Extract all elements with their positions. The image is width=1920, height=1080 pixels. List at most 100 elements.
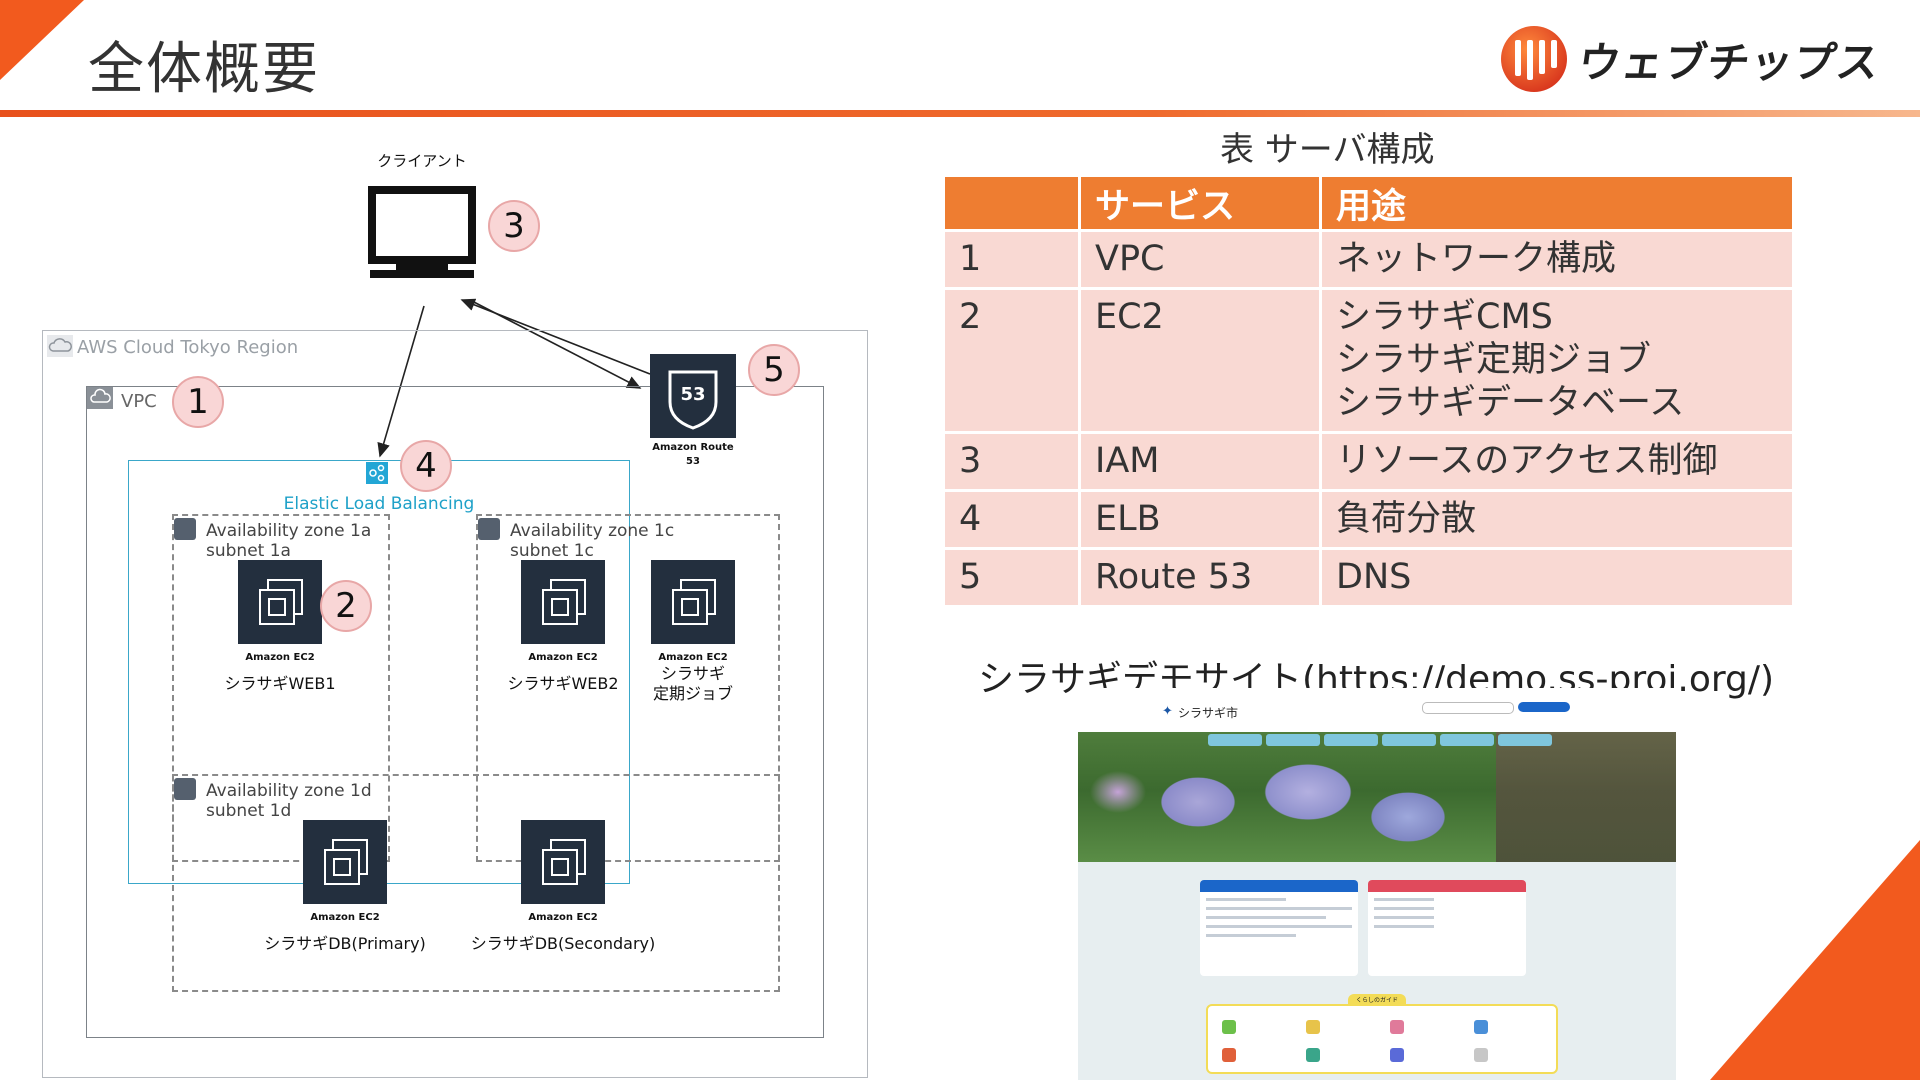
row-num: 4 bbox=[945, 492, 1078, 547]
row-use: ネットワーク構成 bbox=[1322, 232, 1792, 287]
zone-1d-label: Availability zone 1d bbox=[206, 781, 372, 801]
page-title: 全体概要 bbox=[88, 37, 320, 102]
row-service: IAM bbox=[1081, 434, 1319, 489]
server-table: サービス 用途 1 VPC ネットワーク構成 2 EC2 シラサギCMS シラサ… bbox=[942, 174, 1795, 608]
corner-accent-top-left bbox=[0, 0, 84, 80]
ec2-chip-icon bbox=[651, 560, 735, 644]
instance-job-label-line2: 定期ジョブ bbox=[652, 684, 733, 703]
monitor-icon bbox=[368, 186, 476, 278]
ec2-type-label: Amazon EC2 bbox=[528, 912, 598, 923]
location-pin-icon bbox=[174, 518, 196, 540]
site-header: ✦ シラサギ市 bbox=[1078, 688, 1676, 732]
ec2-chip-icon bbox=[521, 820, 605, 904]
site-hero-building bbox=[1496, 732, 1676, 862]
ec2-chip-icon bbox=[303, 820, 387, 904]
client-label: クライアント bbox=[377, 152, 467, 170]
badge-4: 4 bbox=[400, 440, 452, 492]
row-service: ELB bbox=[1081, 492, 1319, 547]
table-header-row: サービス 用途 bbox=[945, 177, 1792, 229]
table-caption: 表 サーバ構成 bbox=[1220, 130, 1435, 170]
row-num: 3 bbox=[945, 434, 1078, 489]
zone-1a-label: Availability zone 1a bbox=[206, 521, 372, 541]
table-row: 4 ELB 負荷分散 bbox=[945, 492, 1792, 547]
site-news-card bbox=[1200, 880, 1358, 976]
row-service: VPC bbox=[1081, 232, 1319, 287]
aws-cloud-region: AWS Cloud Tokyo Region bbox=[42, 330, 868, 1078]
badge-2: 2 bbox=[320, 580, 372, 632]
use-line: DNS bbox=[1336, 557, 1412, 597]
route53-icon: 53 bbox=[650, 354, 736, 438]
use-line: シラサギCMS bbox=[1336, 297, 1553, 337]
row-use: リソースのアクセス制御 bbox=[1322, 434, 1792, 489]
table-header-service: サービス bbox=[1081, 177, 1319, 229]
title-divider bbox=[0, 110, 1920, 117]
ec2-type-label: Amazon EC2 bbox=[245, 652, 315, 663]
logo-mark-icon bbox=[1500, 26, 1567, 92]
site-nav-bar bbox=[1208, 734, 1552, 746]
subnet-1c-label: subnet 1c bbox=[510, 541, 594, 561]
site-search-box bbox=[1422, 702, 1514, 714]
demo-site-screenshot: ✦ シラサギ市 くらしのガイド bbox=[1078, 688, 1676, 1080]
badge-1: 1 bbox=[172, 376, 224, 428]
badge-5: 5 bbox=[748, 344, 800, 396]
route53-number: 53 bbox=[680, 384, 706, 405]
zone-1d-box bbox=[172, 774, 780, 992]
company-logo: ウェブチップス bbox=[1500, 24, 1883, 94]
vpc-label: VPC bbox=[121, 391, 157, 412]
ec2-type-label: Amazon EC2 bbox=[310, 912, 380, 923]
instance-web1-label: シラサギWEB1 bbox=[224, 674, 336, 693]
instance-db-primary-label: シラサギDB(Primary) bbox=[264, 934, 426, 953]
arrow-route53-to-client bbox=[460, 298, 651, 375]
instance-web2-label: シラサギWEB2 bbox=[507, 674, 619, 693]
location-pin-icon bbox=[478, 518, 500, 540]
subnet-1d-label: subnet 1d bbox=[206, 801, 292, 821]
row-service: Route 53 bbox=[1081, 550, 1319, 605]
site-header-button bbox=[1518, 702, 1570, 712]
use-line: 負荷分散 bbox=[1336, 499, 1477, 539]
elb-label: Elastic Load Balancing bbox=[283, 494, 475, 514]
site-safety-card bbox=[1368, 880, 1526, 976]
table-row: 5 Route 53 DNS bbox=[945, 550, 1792, 605]
badge-3: 3 bbox=[488, 200, 540, 252]
cloud-icon bbox=[47, 335, 73, 357]
arrow-client-to-elb bbox=[377, 305, 425, 458]
ec2-type-label: Amazon EC2 bbox=[528, 652, 598, 663]
zone-1c-label: Availability zone 1c bbox=[510, 521, 675, 541]
logo-text: ウェブチップス bbox=[1575, 37, 1884, 87]
cloud-label: AWS Cloud Tokyo Region bbox=[77, 337, 299, 358]
table-row: 2 EC2 シラサギCMS シラサギ定期ジョブ シラサギデータベース bbox=[945, 290, 1792, 431]
ec2-chip-icon bbox=[521, 560, 605, 644]
instance-job-label-line1: シラサギ bbox=[660, 664, 725, 683]
vpc-box: VPC bbox=[86, 386, 824, 1038]
site-name: シラサギ市 bbox=[1178, 706, 1239, 720]
use-line: リソースのアクセス制御 bbox=[1336, 441, 1718, 481]
location-pin-icon bbox=[174, 778, 196, 800]
row-num: 5 bbox=[945, 550, 1078, 605]
architecture-diagram: クライアント 3 AWS Cloud Tokyo Region VPC 1 53… bbox=[0, 130, 880, 1080]
site-hero-image bbox=[1078, 732, 1676, 862]
route53-caption-line2: 53 bbox=[686, 456, 700, 467]
corner-accent-bottom-right bbox=[1710, 840, 1920, 1080]
row-use: 負荷分散 bbox=[1322, 492, 1792, 547]
ec2-chip-icon bbox=[238, 560, 322, 644]
row-num: 2 bbox=[945, 290, 1078, 431]
subnet-1a-label: subnet 1a bbox=[206, 541, 291, 561]
use-line: ネットワーク構成 bbox=[1336, 239, 1617, 279]
use-line: シラサギ定期ジョブ bbox=[1336, 340, 1652, 380]
row-service: EC2 bbox=[1081, 290, 1319, 431]
row-use: シラサギCMS シラサギ定期ジョブ シラサギデータベース bbox=[1322, 290, 1792, 431]
row-num: 1 bbox=[945, 232, 1078, 287]
site-logo-icon: ✦ bbox=[1162, 704, 1173, 719]
vpc-icon bbox=[87, 387, 113, 409]
zone-1a-box bbox=[172, 514, 390, 862]
table-row: 3 IAM リソースのアクセス制御 bbox=[945, 434, 1792, 489]
zone-1c-box bbox=[476, 514, 780, 862]
ec2-type-label: Amazon EC2 bbox=[658, 652, 728, 663]
route53-caption-line1: Amazon Route bbox=[652, 442, 734, 453]
row-use: DNS bbox=[1322, 550, 1792, 605]
site-guide-panel bbox=[1206, 1004, 1558, 1074]
elb-icon bbox=[366, 462, 388, 484]
table-row: 1 VPC ネットワーク構成 bbox=[945, 232, 1792, 287]
connection-arrows bbox=[377, 298, 651, 458]
table-header-use: 用途 bbox=[1322, 177, 1792, 229]
